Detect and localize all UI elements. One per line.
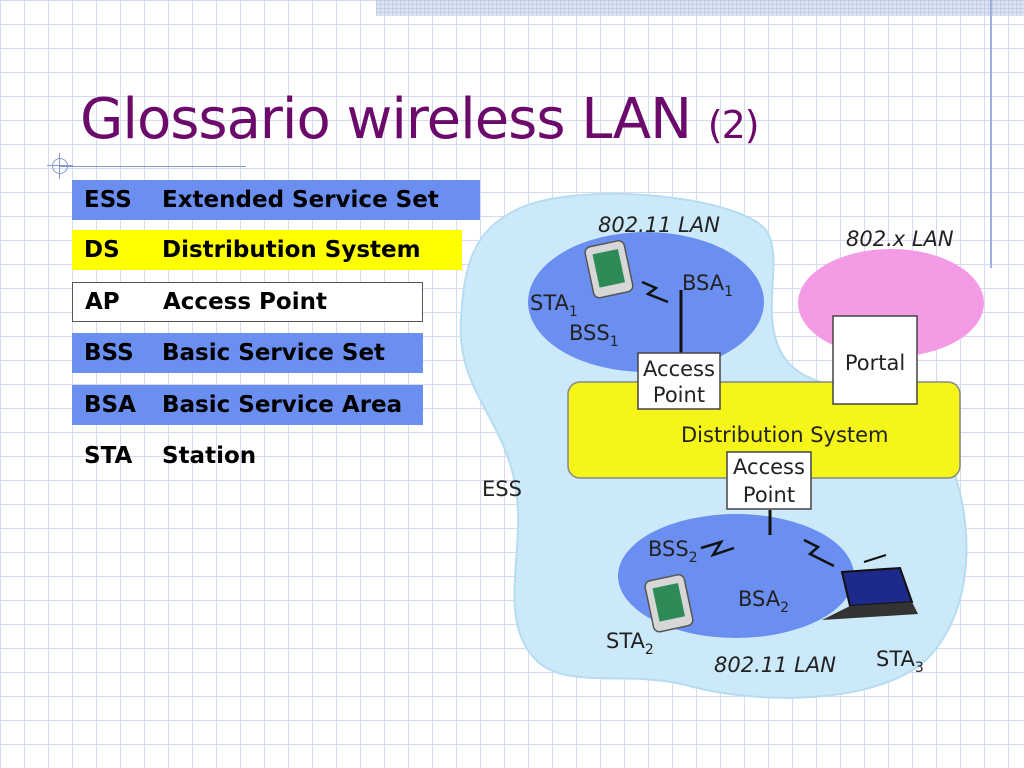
glossary-term: Basic Service Set bbox=[162, 340, 386, 366]
wireless-signal-icon bbox=[641, 280, 835, 568]
glossary-row-ess: ESS Extended Service Set bbox=[72, 180, 480, 220]
glossary-term: Distribution System bbox=[162, 237, 421, 263]
glossary-row-ds: DS Distribution System bbox=[72, 230, 462, 270]
page-title: Glossario wireless LAN (2) bbox=[80, 84, 760, 161]
sta1-label: STA1 bbox=[530, 291, 578, 320]
portal-box bbox=[832, 315, 918, 405]
glossary-abbr: STA bbox=[84, 443, 133, 469]
bullet-crosshair-icon bbox=[47, 153, 73, 179]
laptop-station-icon bbox=[822, 554, 918, 620]
glossary-term: Station bbox=[162, 443, 257, 469]
glossary-abbr: BSA bbox=[84, 392, 136, 418]
glossary-abbr: AP bbox=[85, 289, 120, 315]
glossary-term: Access Point bbox=[163, 289, 327, 315]
access-point-box-1 bbox=[637, 352, 721, 410]
glossary-row-bss: BSS Basic Service Set bbox=[72, 333, 423, 373]
pda-station-icon bbox=[644, 574, 694, 633]
access-point-label-2b: Point bbox=[743, 483, 795, 507]
bsa1-label: BSA1 bbox=[682, 271, 733, 300]
decorative-vertical-line bbox=[990, 0, 992, 268]
title-underline bbox=[60, 166, 246, 167]
glossary-term: Extended Service Set bbox=[162, 187, 439, 213]
bsa2-label: BSA2 bbox=[738, 587, 789, 616]
distribution-system-label: Distribution System bbox=[681, 423, 889, 447]
glossary-term: Basic Service Area bbox=[162, 392, 403, 418]
title-decoration-band bbox=[376, 0, 1024, 16]
bss2-label: BSS2 bbox=[648, 537, 698, 566]
portal-label: Portal bbox=[845, 351, 905, 375]
bss1-area bbox=[528, 232, 764, 372]
access-point-label-2: Access bbox=[733, 455, 805, 479]
lan-bottom-label: 802.11 LAN bbox=[714, 653, 836, 677]
glossary-row-sta: STA Station bbox=[72, 436, 423, 476]
glossary-abbr: DS bbox=[84, 237, 120, 263]
glossary-row-bsa: BSA Basic Service Area bbox=[72, 385, 423, 425]
title-suffix: (2) bbox=[707, 103, 760, 147]
diagram-canvas: 802.11 LAN 802.x LAN ESS STA1 BSA1 BSS1 … bbox=[459, 192, 984, 699]
pda-station-icon bbox=[584, 240, 634, 299]
glossary-abbr: ESS bbox=[84, 187, 132, 213]
access-point-label-1: Access bbox=[643, 357, 715, 381]
glossary-row-ap: AP Access Point bbox=[72, 282, 423, 322]
sta2-label: STA2 bbox=[606, 629, 654, 658]
sta3-label: STA3 bbox=[876, 647, 924, 676]
bss1-label: BSS1 bbox=[569, 321, 619, 350]
lan-top-label: 802.11 LAN bbox=[598, 213, 720, 237]
lan-right-label: 802.x LAN bbox=[846, 227, 954, 251]
title-main: Glossario wireless LAN bbox=[80, 87, 692, 152]
access-point-label-1b: Point bbox=[653, 383, 705, 407]
wlan-architecture-diagram: 802.11 LAN 802.x LAN ESS STA1 BSA1 BSS1 … bbox=[456, 190, 986, 705]
ess-label: ESS bbox=[482, 477, 522, 501]
access-point-box-2 bbox=[726, 451, 812, 510]
glossary-abbr: BSS bbox=[84, 340, 134, 366]
